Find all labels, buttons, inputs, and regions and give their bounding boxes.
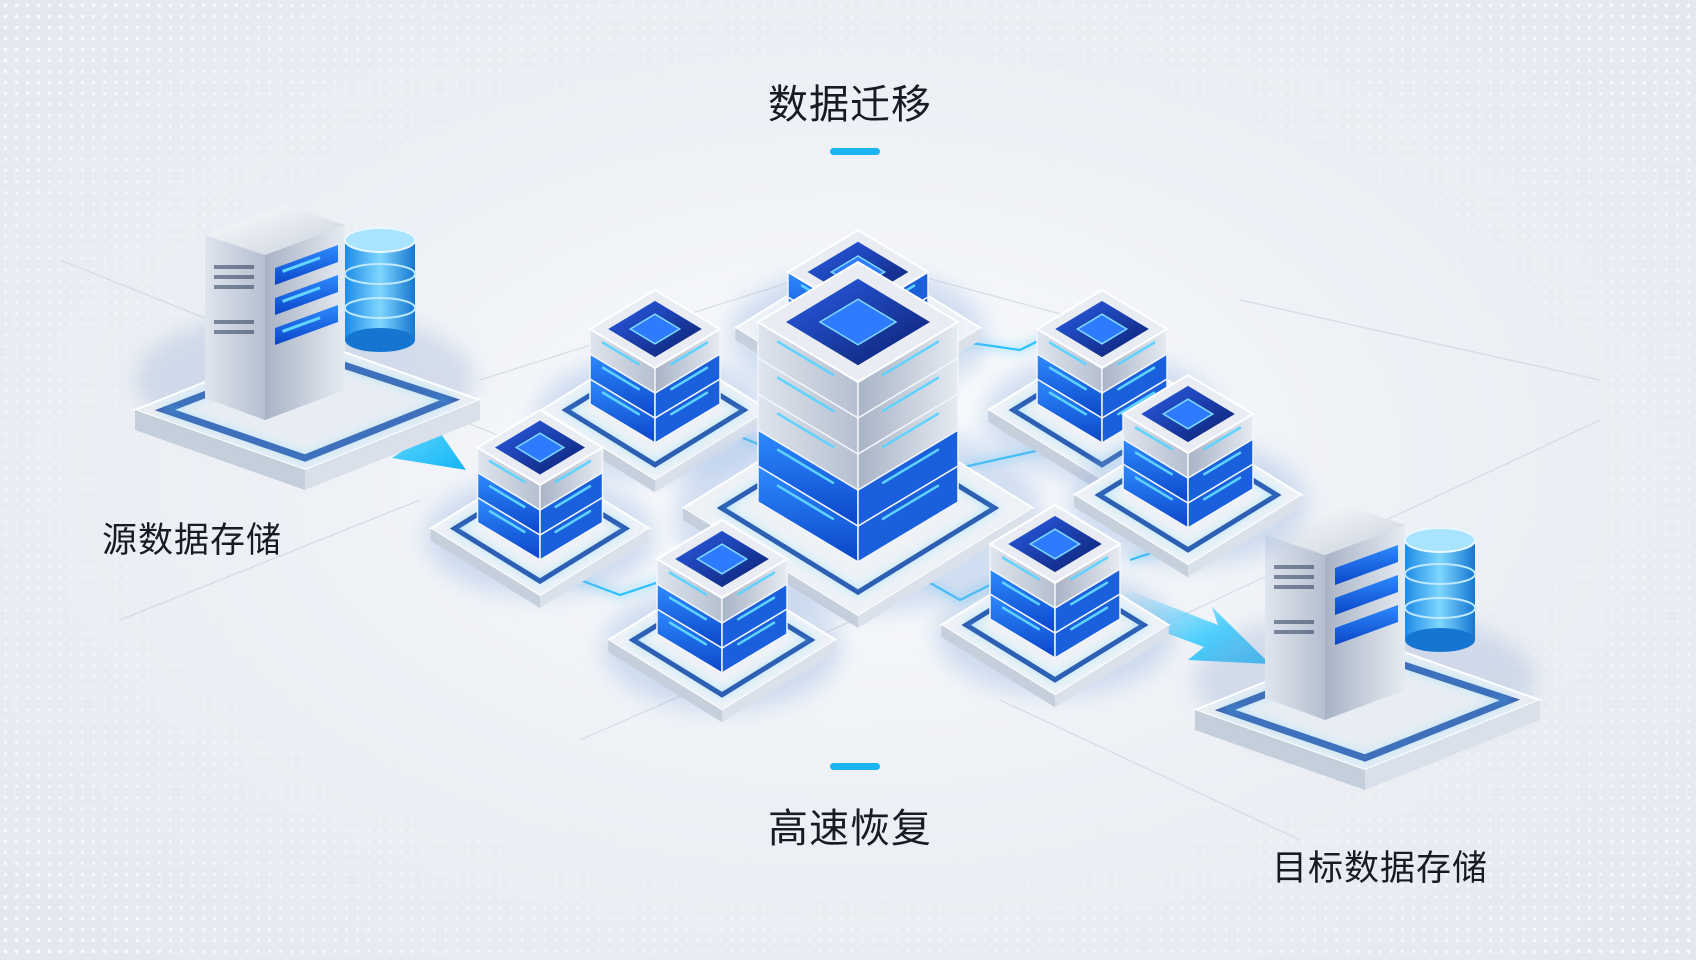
title-bottom-accent-bar xyxy=(830,763,880,770)
source-storage-label: 源数据存储 xyxy=(102,521,283,561)
server-node-lower-left xyxy=(602,518,842,723)
title-top-accent-bar xyxy=(830,148,880,155)
target-storage-label: 目标数据存储 xyxy=(1272,849,1489,889)
server-node-right xyxy=(1068,373,1308,578)
diagram-title-top: 数据迁移 xyxy=(768,82,932,128)
target-storage-server xyxy=(1192,505,1543,790)
server-node-left xyxy=(425,408,655,608)
server-node-lower-right xyxy=(935,503,1175,708)
diagram-title-bottom: 高速恢复 xyxy=(768,806,932,852)
source-storage-server xyxy=(132,205,483,490)
server-cluster xyxy=(425,228,1308,723)
